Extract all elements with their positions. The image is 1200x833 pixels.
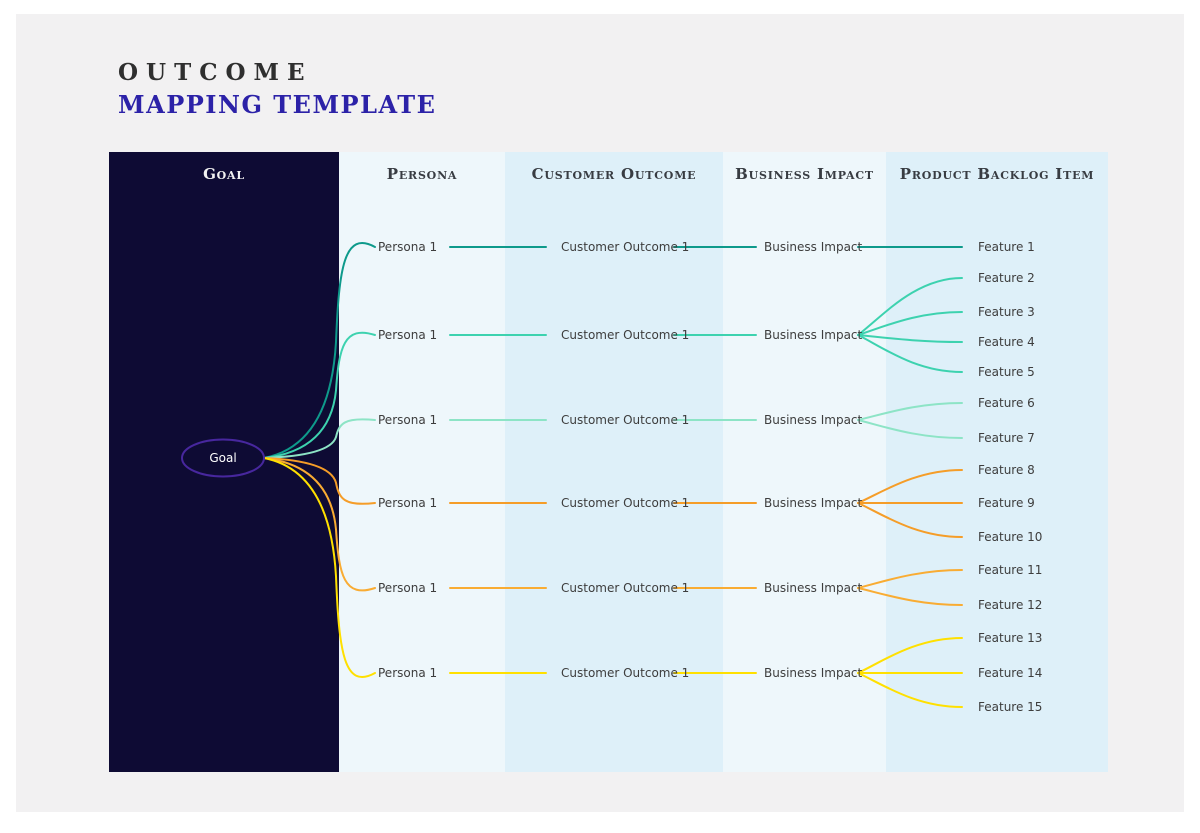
customer-outcome-node: Customer Outcome 1 xyxy=(561,496,690,510)
impact-to-feature-link xyxy=(857,419,963,439)
business-impact-node: Business Impact xyxy=(764,666,863,680)
feature-node: Feature 1 xyxy=(978,240,1035,254)
impact-to-feature-link xyxy=(857,334,963,343)
goal-to-persona-link xyxy=(263,331,376,459)
column-header-persona: Persona xyxy=(386,165,458,183)
goal-to-persona-link xyxy=(263,418,376,459)
feature-node: Feature 14 xyxy=(978,666,1043,680)
feature-node: Feature 6 xyxy=(978,396,1035,410)
persona-node: Persona 1 xyxy=(378,328,438,342)
connector-lines-layer xyxy=(181,242,963,708)
impact-to-feature-link xyxy=(857,277,963,336)
impact-to-feature-link xyxy=(857,587,963,606)
column-header-goal: Goal xyxy=(203,165,245,183)
business-impact-node: Business Impact xyxy=(764,496,863,510)
column-header-business-impact: Business Impact xyxy=(735,165,874,183)
persona-node: Persona 1 xyxy=(378,581,438,595)
feature-node: Feature 4 xyxy=(978,335,1035,349)
business-impact-node: Business Impact xyxy=(764,328,863,342)
impact-to-feature-link xyxy=(857,311,963,336)
customer-outcome-node: Customer Outcome 1 xyxy=(561,328,690,342)
goal-to-persona-link xyxy=(263,457,376,679)
persona-node: Persona 1 xyxy=(378,496,438,510)
goal-to-persona-link xyxy=(263,457,376,592)
impact-to-feature-link xyxy=(857,502,963,538)
impact-to-feature-link xyxy=(857,569,963,589)
impact-to-feature-link xyxy=(857,469,963,504)
page-title-line2: MAPPING TEMPLATE xyxy=(118,90,437,119)
goal-to-persona-link xyxy=(263,242,376,459)
column-business-impact: Business Impact xyxy=(723,152,886,772)
impact-to-feature-link xyxy=(857,334,963,373)
customer-outcome-node: Customer Outcome 1 xyxy=(561,240,690,254)
business-impact-node: Business Impact xyxy=(764,581,863,595)
feature-node: Feature 10 xyxy=(978,530,1043,544)
feature-node: Feature 5 xyxy=(978,365,1035,379)
customer-outcome-node: Customer Outcome 1 xyxy=(561,666,690,680)
impact-to-feature-link xyxy=(857,637,963,674)
title-block: OUTCOME MAPPING TEMPLATE xyxy=(118,59,437,119)
column-header-customer-outcome: Customer Outcome xyxy=(531,165,697,183)
impact-to-feature-link xyxy=(857,672,963,708)
column-customer-outcome: Customer Outcome xyxy=(505,152,723,772)
persona-node: Persona 1 xyxy=(378,413,438,427)
page-title-line1: OUTCOME xyxy=(118,59,313,86)
business-impact-node: Business Impact xyxy=(764,240,863,254)
goal-node: Goal xyxy=(209,451,237,465)
business-impact-node: Business Impact xyxy=(764,413,863,427)
goal-to-persona-link xyxy=(263,457,376,505)
persona-node: Persona 1 xyxy=(378,666,438,680)
column-product-backlog-item: Product Backlog Item xyxy=(886,152,1108,772)
feature-node: Feature 7 xyxy=(978,431,1035,445)
goal-ellipse xyxy=(181,438,265,478)
feature-node: Feature 3 xyxy=(978,305,1035,319)
persona-node: Persona 1 xyxy=(378,240,438,254)
column-persona: Persona xyxy=(339,152,505,772)
feature-node: Feature 12 xyxy=(978,598,1043,612)
feature-node: Feature 13 xyxy=(978,631,1043,645)
customer-outcome-node: Customer Outcome 1 xyxy=(561,581,690,595)
feature-node: Feature 11 xyxy=(978,563,1043,577)
impact-to-feature-link xyxy=(857,402,963,421)
feature-node: Feature 9 xyxy=(978,496,1035,510)
feature-node: Feature 15 xyxy=(978,700,1043,714)
customer-outcome-node: Customer Outcome 1 xyxy=(561,413,690,427)
feature-node: Feature 2 xyxy=(978,271,1035,285)
feature-node: Feature 8 xyxy=(978,463,1035,477)
column-header-product-backlog-item: Product Backlog Item xyxy=(899,165,1095,183)
